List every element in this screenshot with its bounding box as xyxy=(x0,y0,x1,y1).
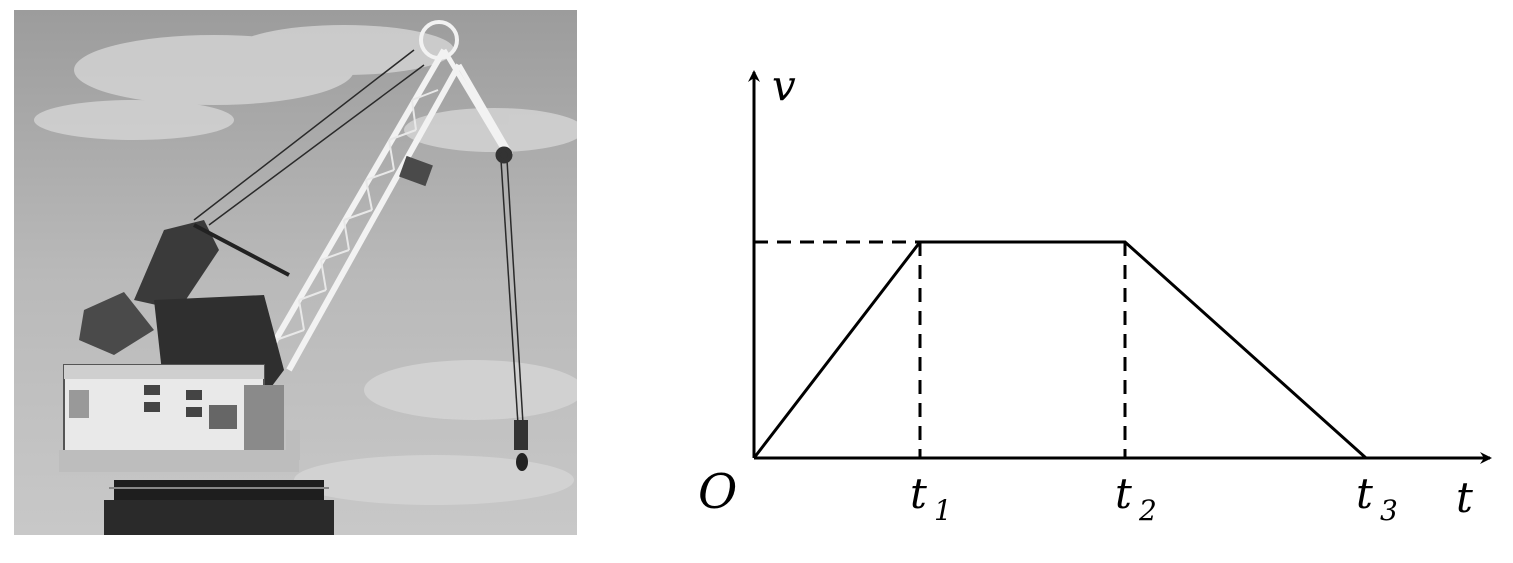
crane-boom xyxy=(261,48,462,372)
tick-t1-label: t 1 xyxy=(910,469,952,527)
tick-t2-sub: 2 xyxy=(1138,494,1157,527)
crane-boom-lattice xyxy=(275,89,439,341)
boom-box xyxy=(399,155,433,187)
crane-cables xyxy=(193,49,525,441)
tick-t2-label: t 2 xyxy=(1115,469,1157,527)
tick-t3-label: t 3 xyxy=(1356,469,1398,527)
crane-hook xyxy=(514,420,528,471)
tick-t1-sub: 1 xyxy=(934,494,952,527)
t-axis-label: t xyxy=(1456,473,1473,522)
tick-t2-main: t xyxy=(1115,469,1132,518)
dashed-guides xyxy=(754,240,1127,458)
crane-photo xyxy=(14,10,577,535)
origin-label: O xyxy=(698,464,737,520)
tick-t3-sub: 3 xyxy=(1380,494,1398,527)
tick-t3-main: t xyxy=(1356,469,1373,518)
crane-counterweight xyxy=(79,220,290,355)
clouds xyxy=(34,25,577,505)
velocity-line xyxy=(752,240,1368,460)
v-axis-label: v xyxy=(772,61,796,110)
velocity-time-graph: O v t t 1 t 2 t 3 xyxy=(698,61,1492,527)
tick-t1-main: t xyxy=(910,469,927,518)
crane-jib-head xyxy=(419,20,514,164)
crane-base xyxy=(59,450,334,535)
